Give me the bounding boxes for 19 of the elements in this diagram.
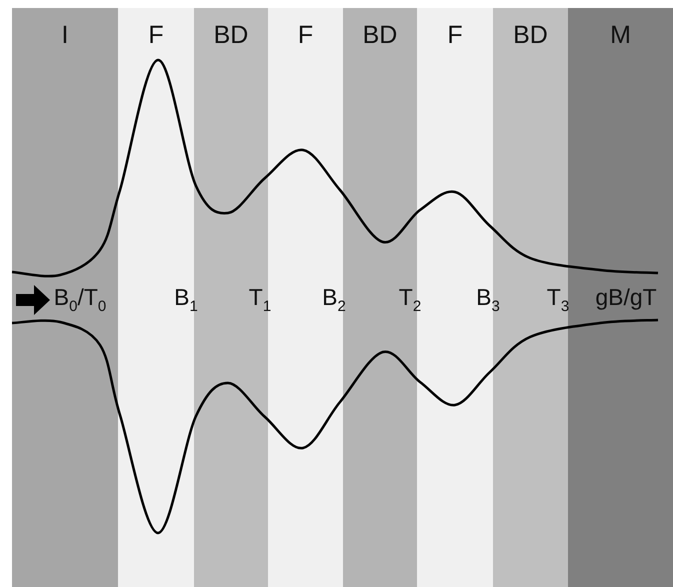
band-title: BD bbox=[513, 20, 548, 50]
stage-band bbox=[12, 8, 118, 587]
band-title: I bbox=[62, 20, 68, 50]
band-title: F bbox=[298, 20, 314, 50]
position-label: B$_{0}$/T$_{0}$ bbox=[54, 283, 106, 311]
position-label: B$_{1}$ bbox=[174, 283, 198, 311]
band-title: F bbox=[447, 20, 463, 50]
stage-band bbox=[568, 8, 673, 587]
band-title: M bbox=[610, 20, 631, 50]
stage-band bbox=[493, 8, 568, 587]
position-label: B$_{2}$ bbox=[322, 283, 346, 311]
position-label: T$_{2}$ bbox=[398, 283, 422, 311]
position-label: T$_{3}$ bbox=[546, 283, 570, 311]
band-title: F bbox=[148, 20, 164, 50]
band-title: BD bbox=[362, 20, 398, 50]
position-label: B$_{3}$ bbox=[476, 283, 500, 311]
band-title: BD bbox=[214, 20, 248, 50]
position-label: gB/gT bbox=[595, 283, 657, 311]
position-label: T$_{1}$ bbox=[248, 283, 272, 311]
